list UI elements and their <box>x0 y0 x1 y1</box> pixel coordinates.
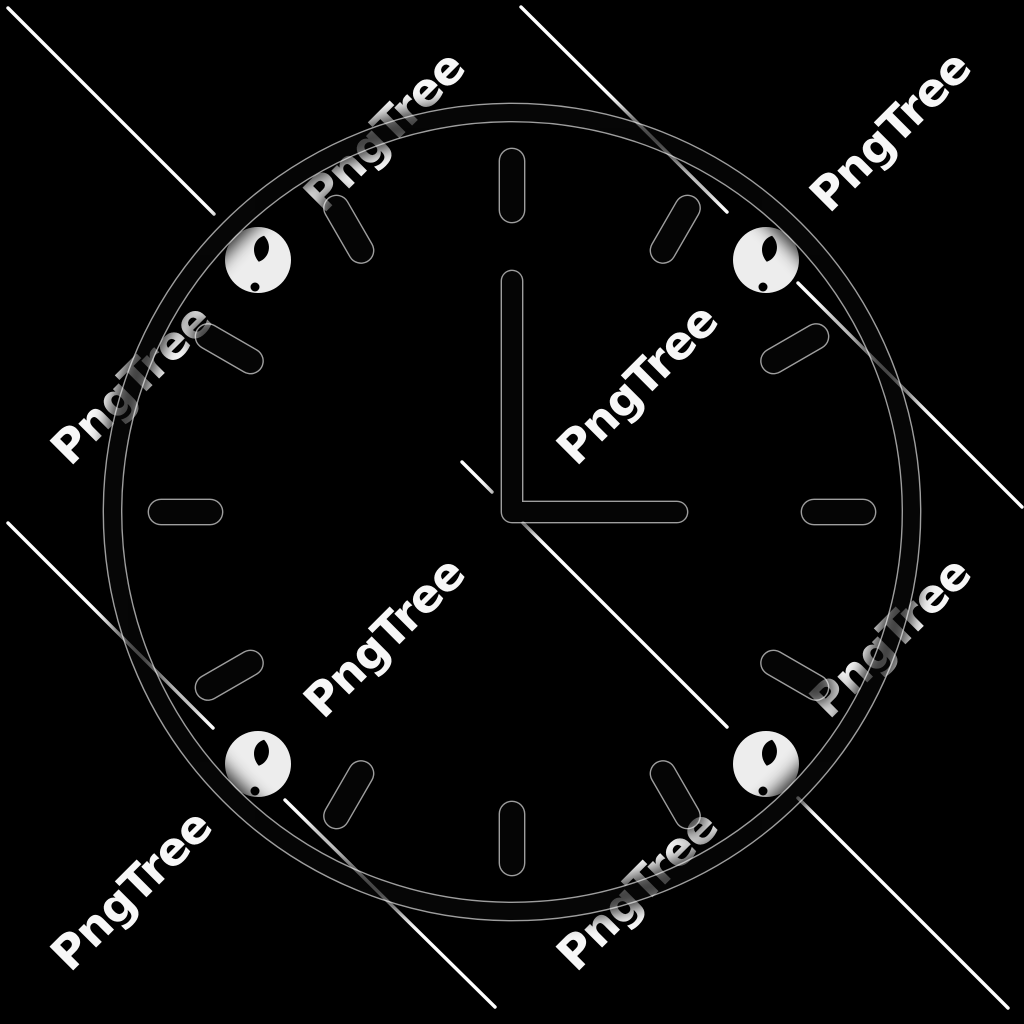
clock-ring <box>104 104 920 920</box>
clock-tick <box>324 196 373 263</box>
clock-tick <box>761 324 828 373</box>
clock-tick <box>324 761 373 828</box>
watermark-diagonal-line <box>521 521 729 729</box>
clock-tick <box>651 761 700 828</box>
clock-hands <box>502 271 687 522</box>
pngtree-logo-icon <box>733 731 799 797</box>
clock-icon <box>104 104 920 920</box>
watermark-diagonal-line <box>6 521 215 730</box>
pngtree-logo-icon <box>733 227 799 293</box>
watermark-logo-layer <box>225 227 799 797</box>
clock-tick <box>196 651 263 700</box>
watermark-diagonal-line <box>796 796 1010 1010</box>
clock-tick <box>196 324 263 373</box>
watermark-diagonal-line <box>796 281 1024 509</box>
clock-tick <box>761 651 828 700</box>
pngtree-logo-icon <box>225 227 291 293</box>
watermark-diagonal-line <box>6 6 216 216</box>
watermark-diagonal-line <box>283 798 497 1009</box>
pngtree-logo-icon <box>225 731 291 797</box>
clock-tick <box>651 196 700 263</box>
watermark-diagonal-line <box>460 460 494 494</box>
watermark-diagonal-line <box>519 5 729 214</box>
